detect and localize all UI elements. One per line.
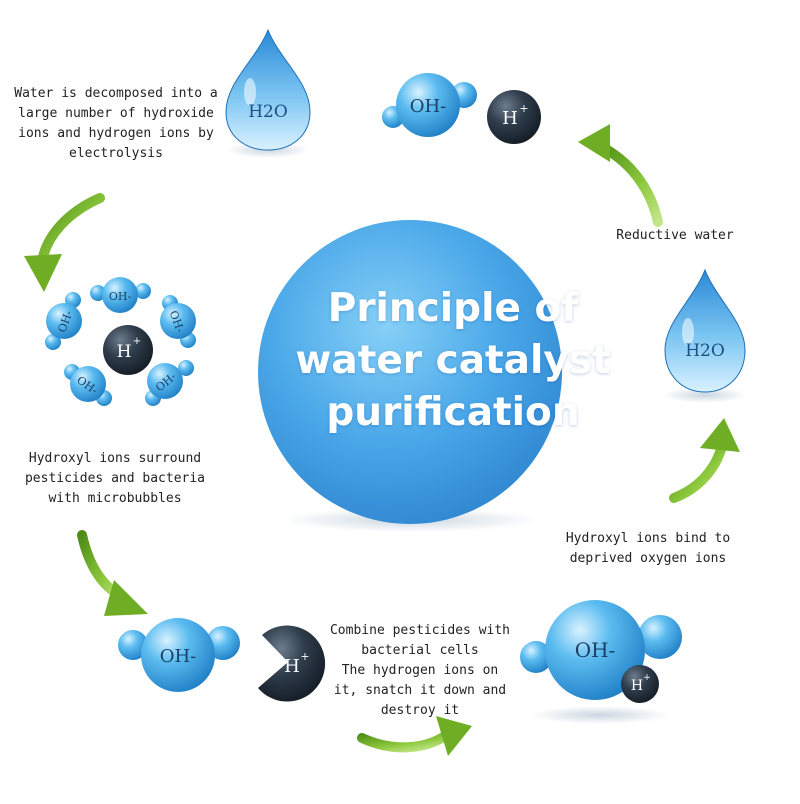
hydrogen-label: H xyxy=(117,342,132,362)
ion-cluster-left: H + OH- OH- OH- OH- xyxy=(45,277,196,406)
diagram-title: Principle of water catalyst purification xyxy=(295,286,611,435)
label-electrolysis: Water is decomposed into a large number … xyxy=(14,86,218,161)
hydroxide-ion xyxy=(141,618,215,692)
hydrogen-ion xyxy=(487,90,541,144)
hydrogen-label: H xyxy=(502,108,518,129)
hydrogen-charge: + xyxy=(133,336,141,347)
arrow-bottom-right xyxy=(357,716,472,756)
arrow-down-left-lower xyxy=(77,530,148,616)
label-combine-pesticides: Combine pesticides with bacterial cells … xyxy=(329,623,510,718)
hydroxide-molecule: OH- xyxy=(145,360,194,406)
water-drop-right: H2O xyxy=(663,268,747,403)
ion-pair-top-right: OH- H + xyxy=(382,73,541,144)
water-drop-top: H2O xyxy=(225,28,311,158)
hydrogen-charge: + xyxy=(300,650,309,663)
water-formula-top: H2O xyxy=(248,102,288,122)
label-reductive-water: Reductive water xyxy=(616,228,734,243)
hydroxide-label: OH- xyxy=(410,96,447,117)
hydroxide-ion xyxy=(396,73,460,137)
cycle-arrows xyxy=(24,124,740,756)
label-hydroxyl-bind: Hydroxyl ions bind to deprived oxygen io… xyxy=(565,531,731,566)
hydroxide-label: OH- xyxy=(160,646,197,667)
hydroxide-molecule: OH- xyxy=(160,295,196,348)
ion-pair-bottom-left: OH- H + xyxy=(118,618,326,702)
hydroxide-molecule: OH- xyxy=(64,364,112,406)
water-formula-right: H2O xyxy=(685,341,725,361)
arrow-up-right xyxy=(669,418,740,503)
arrow-down-left-upper xyxy=(24,193,105,292)
hydrogen-ion-pacman xyxy=(258,625,326,702)
label-hydroxyl-surround: Hydroxyl ions surround pesticides and ba… xyxy=(24,451,205,506)
hydrogen-charge: + xyxy=(519,102,528,115)
hydroxide-molecule: OH- xyxy=(45,292,82,350)
hydroxide-ion xyxy=(545,600,645,700)
hydrogen-ion xyxy=(103,325,153,375)
hydrogen-label: H xyxy=(631,678,643,694)
ion-pair-bottom-right: OH- H + xyxy=(520,600,682,724)
hydroxide-label: OH- xyxy=(575,638,616,662)
svg-text:OH-: OH- xyxy=(109,290,132,303)
hydrogen-label: H xyxy=(284,656,300,677)
hydrogen-ion xyxy=(621,665,659,703)
arrow-top-right xyxy=(578,124,663,227)
hydroxide-molecule: OH- xyxy=(90,277,151,313)
hydrogen-charge: + xyxy=(643,673,651,683)
center-circle xyxy=(258,220,562,524)
